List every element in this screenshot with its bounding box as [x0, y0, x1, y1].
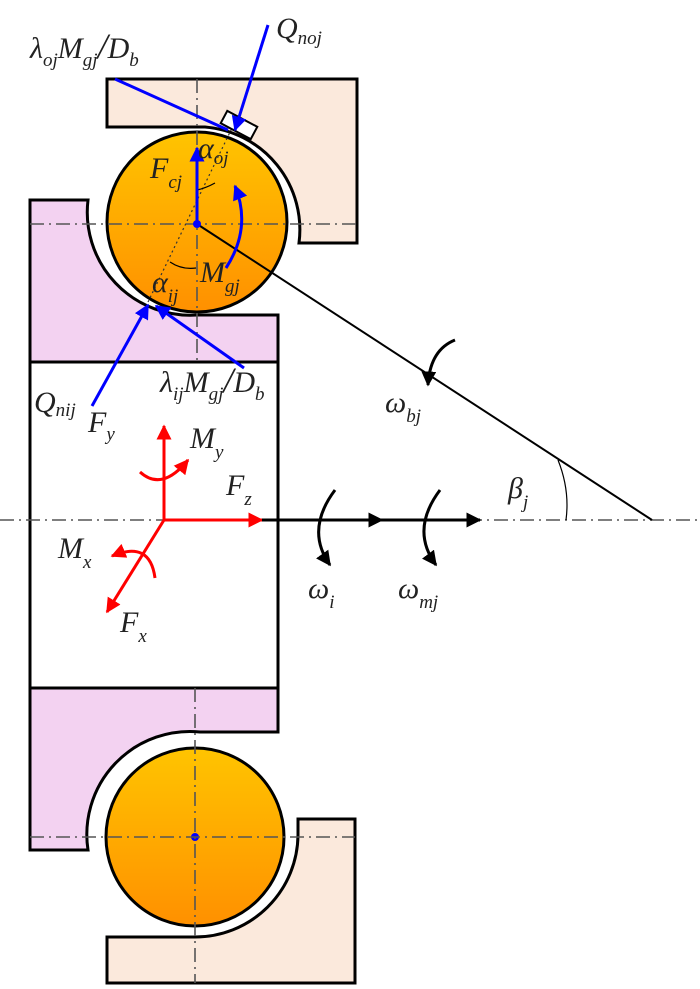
q-noj-arrow [231, 24, 270, 132]
label-omega-mj: ωmj [398, 572, 438, 613]
lambda-ij-arrow [154, 304, 245, 370]
alpha-oj-arc [196, 182, 216, 191]
shaft-section [28, 360, 280, 690]
label-f-cj: Fcj [149, 152, 182, 193]
label-m-gj: Mgj [199, 256, 240, 297]
contact-line [147, 127, 233, 303]
m-x-arrow [110, 543, 157, 579]
label-lambda-ij-mgj-db: λijMgj/Db [159, 360, 265, 405]
outer-ring-bottom [105, 817, 357, 985]
beta-angle-arc [557, 459, 568, 521]
f-x-arrow [105, 519, 166, 614]
q-nij-arrow [90, 303, 150, 407]
omega-i-arrow [316, 489, 337, 567]
ball-top-center [193, 220, 201, 228]
label-m-x: Mx [57, 532, 92, 573]
alpha-ij-arc [169, 261, 197, 269]
label-f-y: Fy [87, 406, 115, 445]
outer-ring-top [105, 77, 359, 245]
label-q-noj: Qnoj [276, 12, 322, 49]
label-omega-i: ωi [308, 572, 334, 613]
label-alpha-oj: αoj [198, 132, 229, 169]
label-m-y: My [189, 422, 224, 463]
omega-bj-arrow [421, 338, 456, 387]
omega-mj-arrow [421, 489, 442, 567]
label-alpha-ij: αij [152, 266, 178, 307]
inner-ring-bottom [28, 686, 280, 852]
label-omega-bj: ωbj [385, 386, 421, 427]
m-y-arrow [138, 458, 190, 482]
m-gj-arrow [224, 184, 248, 269]
label-beta-j: βj [507, 472, 528, 513]
lambda-oj-force-line [114, 77, 229, 132]
label-q-nij: Qnij [34, 386, 76, 421]
label-lambda-oj-mgj-db: λojMgj/Db [29, 26, 139, 71]
label-f-z: Fz [225, 469, 252, 510]
label-f-x: Fx [119, 606, 147, 647]
